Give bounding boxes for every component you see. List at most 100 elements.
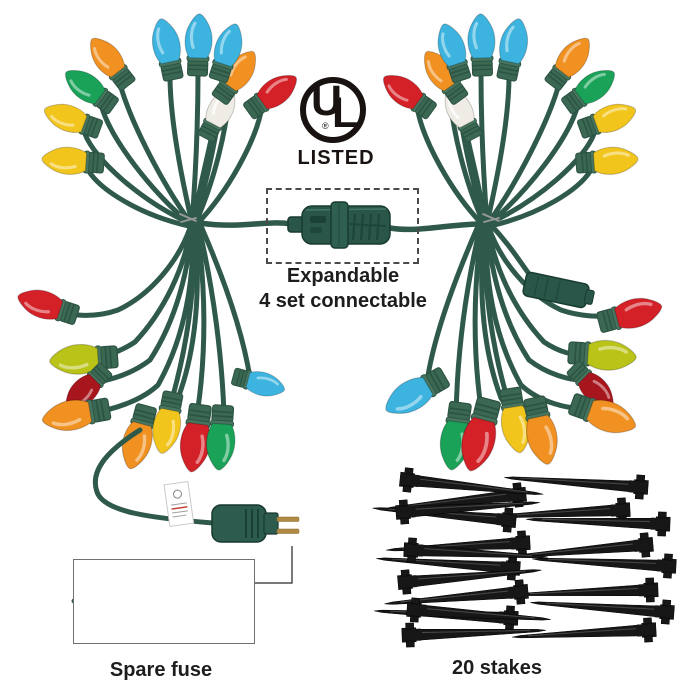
stake-part: [407, 555, 416, 563]
bulb-highlight: [49, 162, 77, 170]
cord-tag-part: [171, 510, 188, 514]
bulb-orange: [423, 51, 469, 105]
stake-part: [502, 525, 512, 533]
bulb-cluster-bottom-left: [17, 289, 286, 473]
bulb-orange-part: [134, 408, 156, 416]
bulb-red-part: [250, 98, 263, 115]
bulb-highlight: [601, 406, 629, 421]
ul-circle-mark: [300, 77, 366, 143]
bulb-yellow-part: [90, 118, 99, 137]
bulb-glass: [213, 23, 243, 68]
stake-part: [657, 511, 667, 519]
stake-part: [421, 629, 530, 634]
stake-part: [502, 508, 610, 517]
cord-bundle-bottom-left-part: [167, 225, 197, 409]
bulb-glass: [592, 103, 637, 133]
bulb-glass: [121, 420, 153, 470]
stake-part: [638, 584, 647, 597]
bulb-green-part: [448, 407, 471, 412]
bulb-highlight: [505, 25, 515, 53]
bulb-glass: [151, 18, 181, 65]
stake-part: [520, 477, 629, 485]
bulb-orange-part: [133, 413, 155, 421]
stake-part: [610, 504, 619, 517]
cord-tag-part: [172, 489, 182, 499]
cord-bundle-bottom-right-part: [472, 225, 485, 411]
stake-part: [546, 602, 655, 610]
stake-part: [514, 584, 643, 597]
bulb-green: [561, 69, 615, 115]
ul-certification-badge: U L ®: [300, 77, 366, 143]
end-connector-part: [543, 277, 550, 298]
stake-part: [530, 601, 659, 618]
bulb-glass: [461, 416, 497, 472]
stake-part: [643, 617, 652, 625]
registered-trademark-symbol: ®: [322, 121, 329, 131]
bulb-darkred-part: [569, 363, 584, 378]
bulb-orange: [121, 403, 157, 470]
bulb-red-part: [188, 413, 211, 419]
ul-listed-text: LISTED: [297, 147, 375, 169]
stake: [530, 599, 675, 625]
bulb-highlight: [195, 434, 205, 464]
stake-part: [650, 517, 659, 530]
bulb-yellow: [576, 103, 637, 139]
bulb-yellow: [575, 146, 639, 175]
bulb-blue: [437, 23, 472, 83]
power-plug-part: [263, 512, 279, 535]
bulb-highlight: [602, 107, 628, 118]
bulb-highlight: [93, 46, 110, 69]
cord-fan-top-left-part: [167, 72, 195, 226]
bulb-green-part: [564, 95, 578, 112]
bulb-green-part: [212, 414, 234, 418]
bulb-yellow: [152, 390, 184, 454]
bulb-highlight: [544, 425, 554, 455]
spare-fuse-inset-frame: [73, 559, 255, 644]
bulb-glass: [43, 103, 88, 133]
cord-fan-top-right-part: [415, 109, 486, 228]
stake-part: [644, 635, 653, 643]
bulb-blue-part: [428, 372, 442, 392]
stake-part: [636, 474, 646, 482]
bulb-glass: [554, 37, 590, 78]
stake: [526, 511, 671, 537]
stake-part: [617, 497, 626, 505]
bulb-highlight: [24, 301, 50, 314]
stake-part: [405, 640, 415, 648]
cord-bundle-bottom-left-part: [94, 225, 195, 385]
bulb-orange: [544, 37, 590, 91]
stake-part: [413, 628, 422, 641]
bulb-glass: [613, 297, 663, 329]
stake-part: [641, 550, 651, 558]
bulb-glass: [437, 23, 467, 68]
stake-part: [408, 537, 417, 545]
cord-bundle-bottom-left-part: [59, 225, 193, 318]
fuse-callout-line: [254, 546, 293, 584]
stake-part: [420, 478, 528, 493]
stake-part: [517, 530, 526, 538]
bulb-glass: [41, 146, 88, 175]
cord-fan-top-right-part: [486, 81, 562, 225]
bulb-blue-part: [472, 68, 493, 71]
bulb-orange-part: [573, 395, 583, 417]
bulb-socket: [471, 59, 494, 77]
bulb-glass: [184, 13, 213, 59]
cord-tag-part: [172, 514, 187, 518]
bulb-glass: [49, 343, 100, 375]
stake-part: [405, 622, 415, 630]
end-connector-part: [555, 280, 561, 301]
power-plug: [211, 504, 300, 543]
expandable-label-line2: 4 set connectable: [259, 290, 427, 312]
bulb-highlight: [583, 72, 606, 89]
bulb-cluster-top-left: [41, 13, 297, 175]
bulb-highlight: [562, 42, 581, 63]
stake: [399, 467, 544, 495]
bulb-blue-part: [162, 70, 183, 77]
bulb-socket: [186, 59, 209, 77]
bulb-green-part: [102, 95, 116, 112]
cord-fan-top-left-part: [193, 109, 264, 228]
cord-fan-top-left-part: [189, 69, 201, 226]
bulb-orange-part: [99, 398, 106, 421]
bulb-blue: [231, 367, 286, 397]
